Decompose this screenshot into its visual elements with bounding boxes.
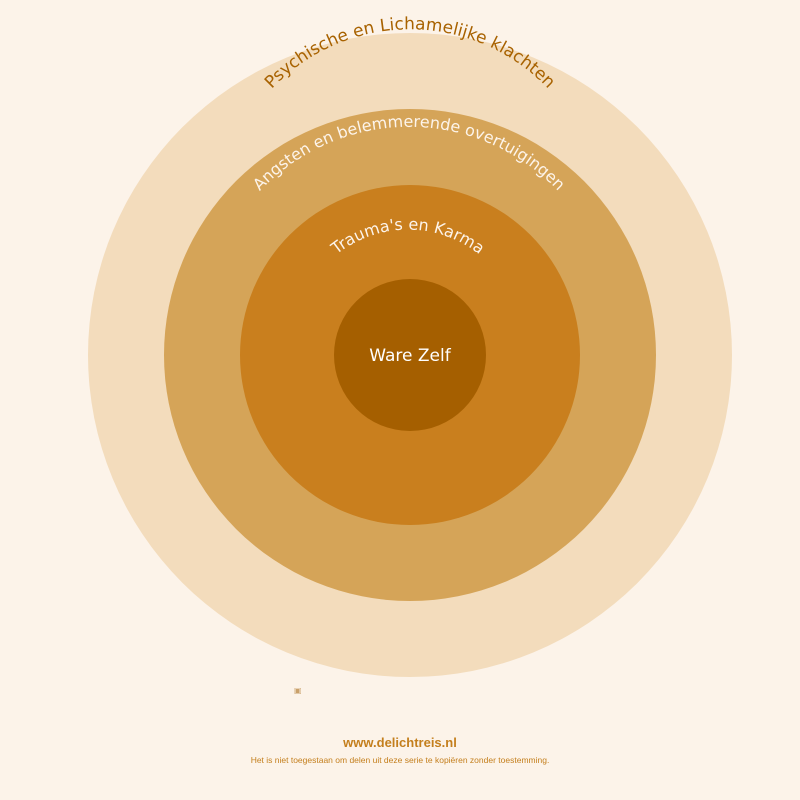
footer-site-link[interactable]: www.delichtreis.nl (343, 735, 457, 750)
core-label: Ware Zelf (369, 346, 451, 366)
core-circle (334, 279, 486, 431)
broken-image-icon: ▣ (294, 686, 302, 695)
footer-copyright-note: Het is niet toegestaan om delen uit deze… (250, 755, 550, 765)
